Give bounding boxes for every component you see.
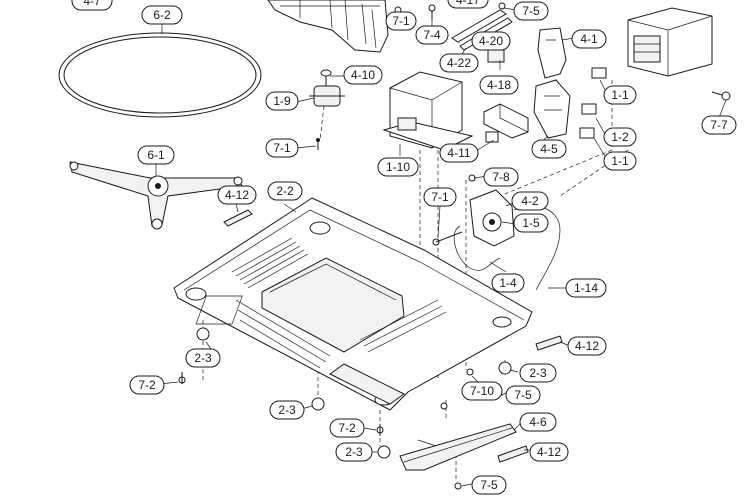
callout-4-11: 4-11 [439,143,479,163]
svg-text:1-4: 1-4 [499,276,517,290]
callout-2-3-front: 2-3 [269,400,305,420]
svg-text:1-9: 1-9 [273,94,291,108]
svg-text:1-1: 1-1 [611,154,629,168]
callout-1-4: 1-4 [491,273,525,293]
small-parts-cluster [483,103,529,143]
spacers [223,209,563,463]
svg-text:2-3: 2-3 [529,366,547,380]
callout-7-7: 7-7 [701,115,737,135]
callout-2-3-bottom: 2-3 [335,442,373,462]
svg-text:1-10: 1-10 [386,160,410,174]
callout-6-2: 6-2 [141,5,183,25]
callout-2-2: 2-2 [267,181,303,201]
svg-text:4-11: 4-11 [447,146,470,160]
callout-4-1: 4-1 [571,29,607,49]
callout-7-5-mid: 7-5 [505,385,541,405]
svg-text:2-3: 2-3 [278,403,296,417]
turntable-support [69,161,243,230]
callout-4-17: 4-17 [447,0,489,9]
callout-4-10: 4-10 [343,65,383,85]
callout-7-1-fan: 7-1 [423,187,457,207]
callout-6-1: 6-1 [137,145,175,165]
interlock-bracket [533,27,607,139]
svg-text:4-6: 4-6 [529,415,547,429]
svg-text:1-1: 1-1 [611,88,629,102]
magnetron [627,7,731,101]
svg-text:7-8: 7-8 [492,170,510,184]
turntable-motor [309,69,345,150]
callout-4-5: 4-5 [531,139,567,159]
svg-text:1-2: 1-2 [611,130,629,144]
svg-text:7-1: 7-1 [392,14,410,28]
svg-text:2-3: 2-3 [194,351,212,365]
callout-7-2-front: 7-2 [329,418,365,438]
cavity-partial [267,0,389,53]
callout-1-2: 1-2 [603,127,637,147]
svg-text:4-18: 4-18 [487,78,511,92]
callout-4-12-bottom: 4-12 [529,442,569,462]
base-plate [173,197,533,411]
callout-4-20: 4-20 [471,31,511,51]
svg-text:4-12: 4-12 [225,188,249,202]
callout-4-22: 4-22 [439,53,479,73]
svg-text:4-20: 4-20 [479,34,503,48]
svg-text:7-1: 7-1 [431,190,449,204]
callout-1-1-lower: 1-1 [603,151,637,171]
svg-text:1-14: 1-14 [574,281,598,295]
svg-text:7-5: 7-5 [522,4,540,18]
callout-1-5: 1-5 [513,213,549,233]
svg-text:4-2: 4-2 [521,194,539,208]
callout-7-2-left: 7-2 [129,375,165,395]
callout-7-4: 7-4 [415,25,449,45]
svg-text:4-7: 4-7 [83,0,101,8]
callout-7-5-bottom: 7-5 [471,475,507,495]
callout-1-9: 1-9 [265,91,299,111]
svg-text:4-12: 4-12 [537,445,561,459]
svg-text:4-12: 4-12 [575,339,599,353]
front-bracket [399,423,517,471]
svg-text:7-5: 7-5 [514,388,532,402]
callout-4-6: 4-6 [519,412,557,432]
callout-4-18: 4-18 [479,75,519,95]
svg-text:7-2: 7-2 [338,421,356,435]
svg-text:7-10: 7-10 [470,384,494,398]
callout-4-12-left: 4-12 [217,185,257,205]
callout-7-10: 7-10 [461,381,503,401]
turntable-ring [58,32,262,118]
feet-and-screws [178,327,512,490]
svg-text:7-2: 7-2 [138,378,156,392]
svg-text:7-7: 7-7 [710,118,728,132]
callout-2-3-right: 2-3 [519,363,557,383]
svg-text:4-1: 4-1 [580,32,598,46]
callout-7-1: 7-1 [385,11,417,31]
svg-text:4-22: 4-22 [447,56,471,70]
callout-1-10: 1-10 [377,157,419,177]
svg-text:2-2: 2-2 [276,184,294,198]
callout-7-5: 7-5 [513,1,549,21]
svg-text:6-2: 6-2 [153,8,171,22]
callout-7-8: 7-8 [483,167,519,187]
callout-7-1-motor: 7-1 [265,138,299,158]
callout-2-3-left: 2-3 [185,348,221,368]
svg-text:6-1: 6-1 [147,148,165,162]
callout-1-1: 1-1 [603,85,637,105]
svg-text:7-4: 7-4 [423,28,441,42]
callout-1-14: 1-14 [565,278,607,298]
svg-text:4-17: 4-17 [456,0,480,7]
svg-text:4-5: 4-5 [540,142,558,156]
svg-text:7-1: 7-1 [273,141,291,155]
fan-motor [432,174,561,291]
callout-labels: 4-7 6-2 7-1 7-4 4-17 7-5 4-20 4-22 4-18 … [71,0,737,495]
high-voltage-transformer [382,71,474,151]
svg-text:2-3: 2-3 [345,445,363,459]
svg-text:1-5: 1-5 [522,216,540,230]
svg-text:7-5: 7-5 [480,478,498,492]
callout-4-12-right: 4-12 [567,336,607,356]
callout-4-7: 4-7 [71,0,113,11]
callout-4-2: 4-2 [511,191,549,211]
svg-text:4-10: 4-10 [351,68,375,82]
